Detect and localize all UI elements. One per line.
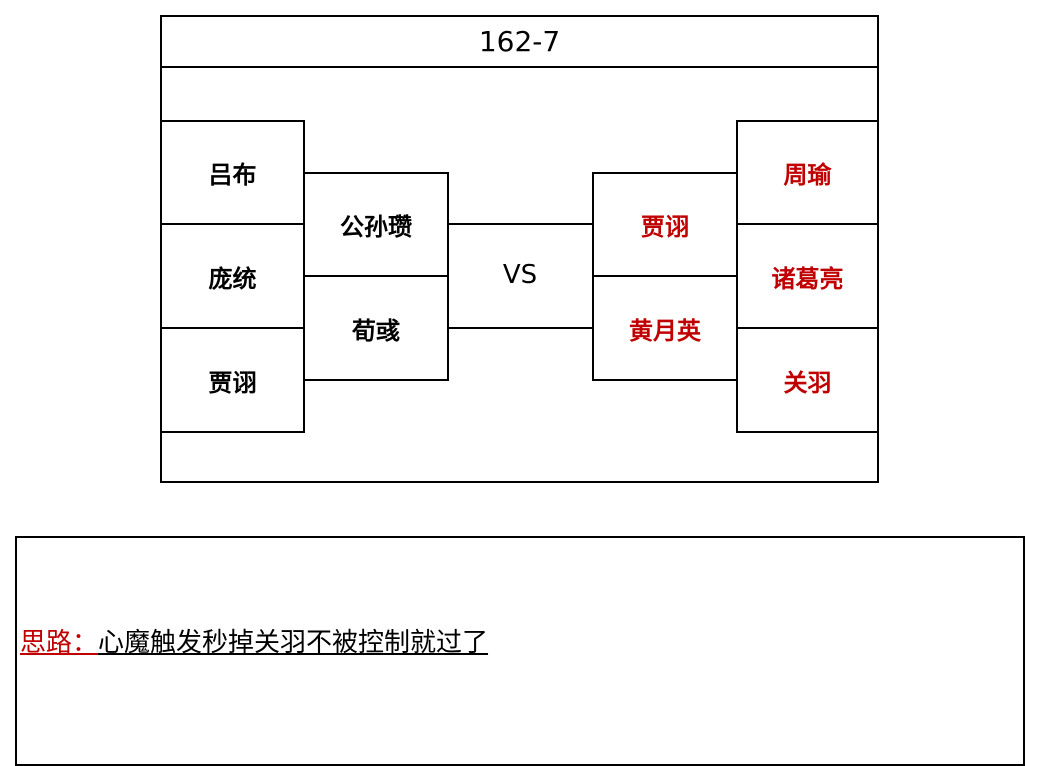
note-label: 思路： bbox=[20, 628, 99, 658]
left-outer-3: 贾诩 bbox=[160, 327, 305, 433]
diagram-title: 162-7 bbox=[160, 15, 879, 68]
right-outer-2: 诸葛亮 bbox=[736, 223, 879, 329]
left-outer-1: 吕布 bbox=[160, 120, 305, 225]
note-text: 心魔触发秒掉关羽不被控制就过了 bbox=[98, 628, 489, 658]
left-inner-2: 荀彧 bbox=[303, 275, 449, 381]
right-inner-2: 黄月英 bbox=[592, 275, 738, 381]
vs-label: VS bbox=[502, 260, 538, 290]
left-outer-2: 庞统 bbox=[160, 223, 305, 329]
connector-line-top bbox=[447, 223, 594, 225]
left-inner-1: 公孙瓒 bbox=[303, 172, 449, 277]
right-inner-1: 贾诩 bbox=[592, 172, 738, 277]
connector-line-bottom bbox=[447, 327, 594, 329]
right-outer-3: 关羽 bbox=[736, 327, 879, 433]
right-outer-1: 周瑜 bbox=[736, 120, 879, 225]
note: 思路：心魔触发秒掉关羽不被控制就过了 bbox=[20, 622, 488, 659]
